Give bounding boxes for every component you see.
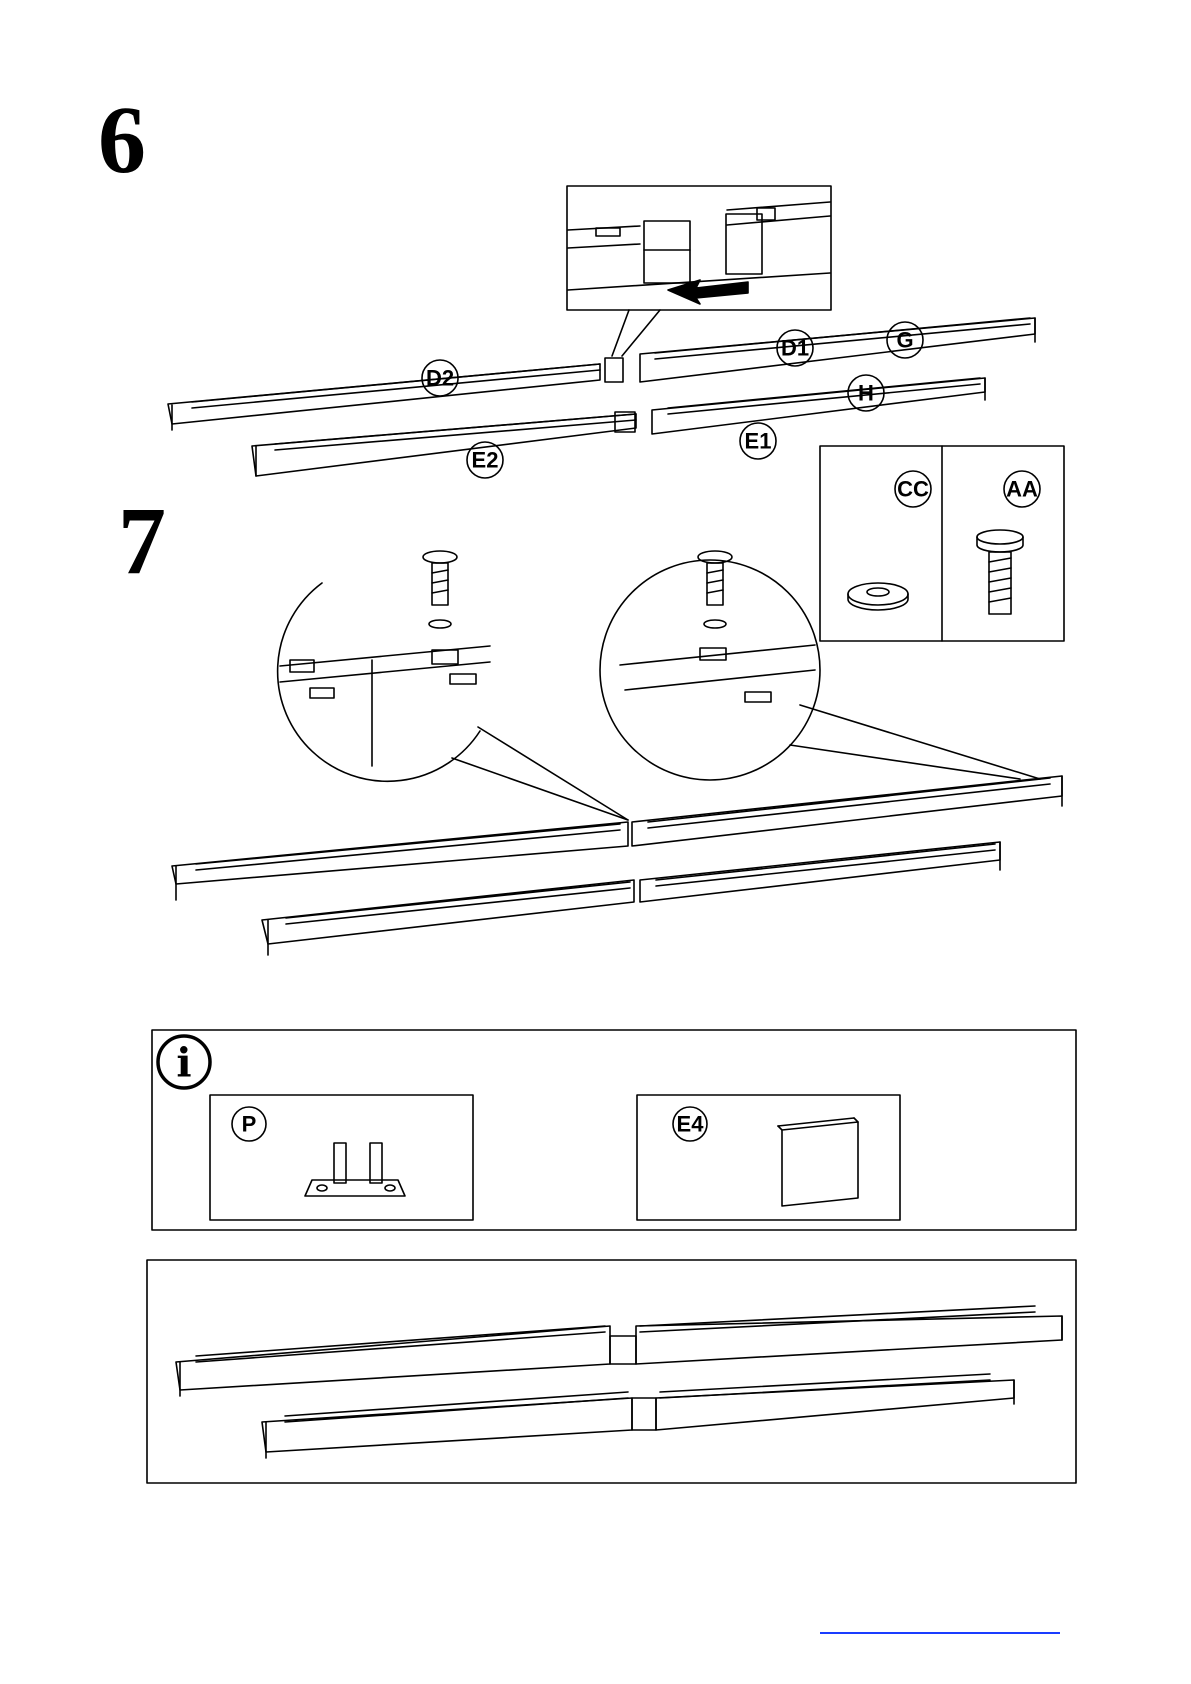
part-label-e4: E4	[677, 1112, 705, 1137]
step7-rails	[172, 776, 1062, 955]
part-label-e2: E2	[472, 448, 499, 473]
part-label-p: P	[242, 1112, 257, 1137]
part-label-h: H	[858, 381, 874, 406]
washer-icon	[848, 583, 908, 610]
hardware-box	[820, 446, 1064, 641]
bracket-p-icon	[305, 1143, 405, 1196]
part-label-d1: D1	[781, 336, 809, 361]
part-label-g: G	[896, 328, 913, 353]
screw-icon	[977, 530, 1023, 614]
info-panel	[152, 1030, 1076, 1230]
footer-link-underline[interactable]	[820, 1632, 1060, 1634]
part-label-e1: E1	[745, 429, 772, 454]
info-icon-glyph: i	[176, 1040, 191, 1087]
part-label-d2: D2	[426, 366, 454, 391]
part-label-cc: CC	[897, 477, 929, 502]
part-label-aa: AA	[1006, 477, 1038, 502]
plate-e4-icon	[778, 1118, 858, 1206]
overview-panel	[147, 1260, 1076, 1483]
step7-left-magnifier	[278, 551, 628, 820]
